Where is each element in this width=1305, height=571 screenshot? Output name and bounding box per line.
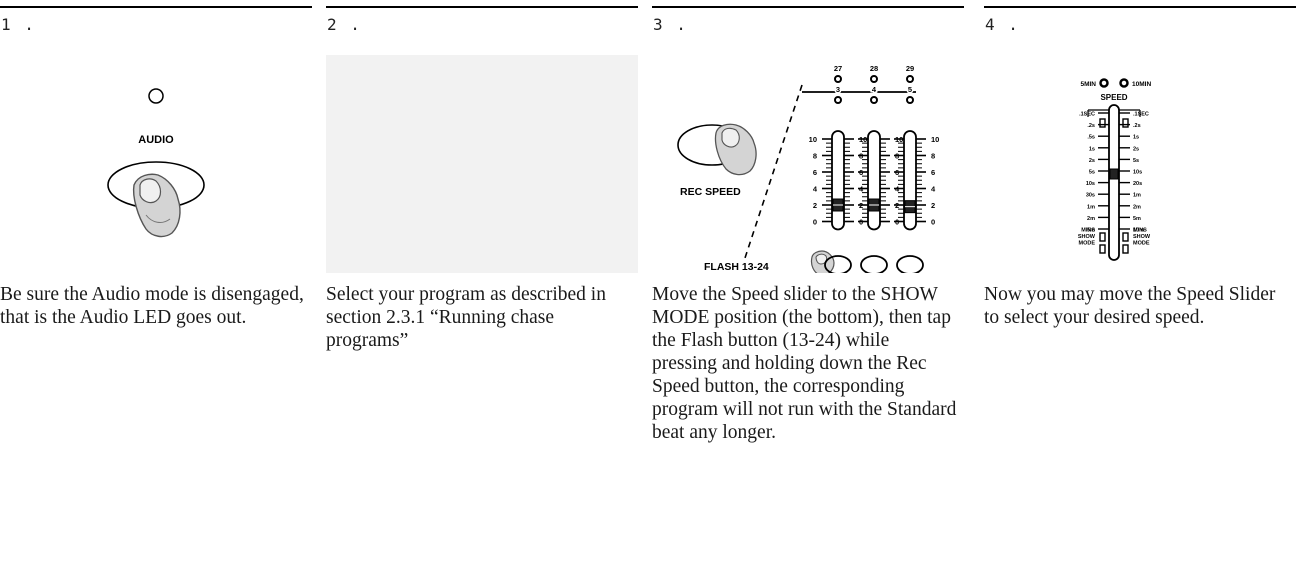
rec-speed-label: REC SPEED xyxy=(680,186,741,198)
led-icon xyxy=(906,96,914,104)
speed-scale-label: 2m xyxy=(1087,216,1095,222)
channel-subnumber: 4 xyxy=(872,85,877,94)
audio-figure: AUDIO xyxy=(0,55,312,273)
speed-scale-label: 5m xyxy=(1087,228,1095,234)
step-number: 4 . xyxy=(985,15,1020,34)
speed-scale-label: 2m xyxy=(1133,204,1141,210)
led-icon xyxy=(834,75,842,83)
led-icon xyxy=(1119,78,1129,88)
finger-icon xyxy=(714,123,757,176)
scale-label: 6 xyxy=(931,168,935,177)
speed-scale-label: SHOW xyxy=(1078,234,1096,240)
speed-scale-label: .2s xyxy=(1133,123,1141,129)
speed-scale-label: MINS xyxy=(1133,228,1147,234)
step-number: 1 . xyxy=(1,15,36,34)
scale-label: 6 xyxy=(813,168,817,177)
speed-scale-label: MODE xyxy=(1133,241,1150,247)
speed-scale-label: 1m xyxy=(1087,204,1095,210)
connector-line xyxy=(743,84,803,262)
speed-scale-label: 10s xyxy=(1086,181,1095,187)
speed-scale-label: .1SEC xyxy=(1079,112,1095,118)
speed-scale-label: 5m xyxy=(1133,216,1141,222)
step-3: 3 . 27 28 29 3 4 5 REC SPEED xyxy=(652,0,964,571)
channel-number: 29 xyxy=(906,64,914,73)
channel-subnumber: 5 xyxy=(908,85,912,94)
scale-label: 8 xyxy=(813,152,817,161)
speed-scale-label: 1m xyxy=(1133,193,1141,199)
speed-slider-track xyxy=(1108,104,1120,261)
led-icon xyxy=(870,75,878,83)
flash-button-icon xyxy=(896,255,924,275)
speed-scale-label: 5s xyxy=(1133,158,1139,164)
scale-label: 0 xyxy=(931,218,935,227)
speed-scale-label: .1SEC xyxy=(1133,112,1149,118)
led-5min-label: 5MIN xyxy=(1080,81,1096,88)
scale-label: 10 xyxy=(931,135,939,144)
speed-slider-figure: 5MIN 10MIN SPEED .1SEC .1SEC .2s .2s .5s 1s 1s… xyxy=(984,55,1296,273)
step-description: Now you may move the Speed Slider to sel… xyxy=(984,284,1276,328)
program-figure-placeholder xyxy=(326,55,638,273)
speed-scale-label: 1s xyxy=(1089,146,1095,152)
led-icon xyxy=(834,96,842,104)
speed-scale-label: 5s xyxy=(1089,170,1095,176)
led-icon xyxy=(870,96,878,104)
scale-label: 4 xyxy=(931,185,936,194)
speed-scale-label: .5s xyxy=(1087,135,1095,141)
speed-scale-label: MODE xyxy=(1079,241,1096,247)
scale-label: 2 xyxy=(931,201,935,210)
step-4: 4 . 5MIN 10MIN SPEED .1SEC .1SEC .2s .2s .5s… xyxy=(984,0,1296,571)
scale-label: 8 xyxy=(931,152,935,161)
speed-scale-label: 2s xyxy=(1133,146,1139,152)
channel-number: 27 xyxy=(834,64,842,73)
led-icon xyxy=(906,75,914,83)
step-number: 2 . xyxy=(327,15,362,34)
step-divider xyxy=(652,6,964,8)
speed-scale-label: 2s xyxy=(1089,158,1095,164)
scale-label: 4 xyxy=(813,185,818,194)
blank-figure-panel xyxy=(326,55,638,273)
speed-scale-label: SHOW xyxy=(1133,234,1151,240)
step-divider xyxy=(0,6,312,8)
speed-slider-knob-icon xyxy=(1109,168,1119,180)
step-number: 3 . xyxy=(653,15,688,34)
speed-scale-label: 10s xyxy=(1133,170,1142,176)
rec-speed-figure: 27 28 29 3 4 5 REC SPEED 10 10 8 8 6 6 4 4 2 2 0 0 xyxy=(652,55,964,276)
step-1: 1 . AUDIO Be sure the Audio mode is dise… xyxy=(0,0,312,571)
speed-scale-label: 20s xyxy=(1133,181,1142,187)
channel-number: 28 xyxy=(870,64,878,73)
led-10min-label: 10MIN xyxy=(1132,81,1151,88)
speed-scale-label: .2s xyxy=(1087,123,1095,129)
speed-label: SPEED xyxy=(1100,93,1127,102)
flash-label: FLASH 13-24 xyxy=(704,261,769,273)
finger-icon xyxy=(810,250,835,276)
slider-track xyxy=(903,130,917,231)
step-description: Be sure the Audio mode is disengaged, th… xyxy=(0,284,304,328)
audio-led-icon xyxy=(148,88,164,104)
speed-scale-label: 1s xyxy=(1133,135,1139,141)
step-description: Move the Speed slider to the SHOW MODE p… xyxy=(652,284,957,443)
flash-button-icon xyxy=(860,255,888,275)
step-divider xyxy=(326,6,638,8)
led-icon xyxy=(1099,78,1109,88)
step-2: 2 . Select your program as described in … xyxy=(326,0,638,571)
speed-scale-label: MINS xyxy=(1081,228,1095,234)
slider-track xyxy=(831,130,845,231)
step-divider xyxy=(984,6,1296,8)
audio-label: AUDIO xyxy=(138,134,174,146)
scale-label: 2 xyxy=(813,201,817,210)
speed-scale-label: 10m xyxy=(1133,228,1144,234)
scale-label: 10 xyxy=(809,135,817,144)
channel-subnumber: 3 xyxy=(836,85,840,94)
step-description: Select your program as described in sect… xyxy=(326,284,606,351)
scale-label: 0 xyxy=(813,218,817,227)
speed-scale-label: 30s xyxy=(1086,193,1095,199)
slider-track xyxy=(867,130,881,231)
finger-icon xyxy=(132,173,181,238)
